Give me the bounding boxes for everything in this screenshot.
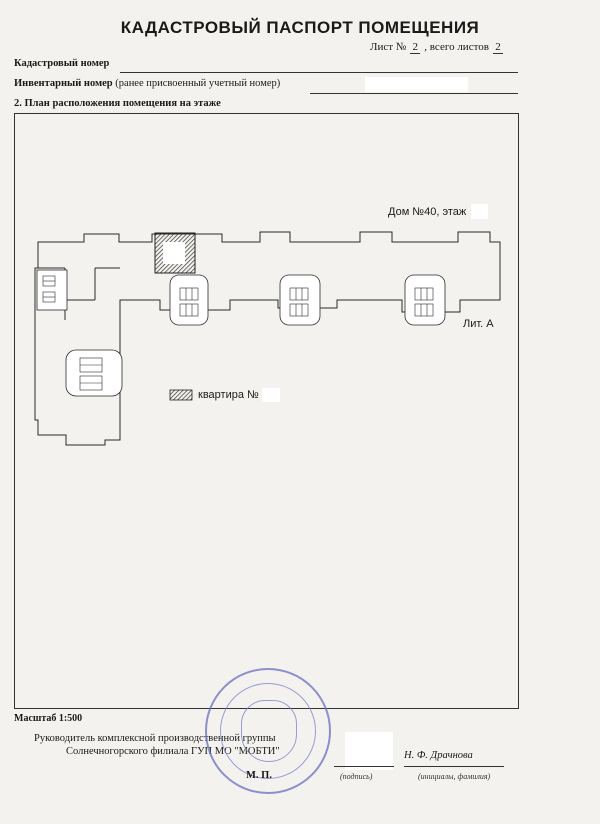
building-letter-label: Лит. А — [463, 318, 494, 330]
stair-core-2 — [65, 349, 123, 397]
signatory-name: Н. Ф. Драчнова — [404, 750, 473, 761]
total-number: 2 — [492, 41, 503, 54]
legend-swatch — [169, 389, 193, 401]
redacted-legend-number — [262, 388, 280, 402]
redacted-apartment-number — [163, 242, 185, 264]
signature-caption: (подпись) — [340, 772, 373, 781]
stair-core-1 — [36, 269, 68, 311]
sheet-label: Лист № — [370, 41, 407, 53]
total-label: , всего листов — [424, 41, 489, 53]
signature-line — [334, 766, 394, 767]
sheet-number: 2 — [410, 41, 421, 54]
document-title: КАДАСТРОВЫЙ ПАСПОРТ ПОМЕЩЕНИЯ — [120, 18, 480, 37]
cadastral-number-line — [120, 72, 518, 73]
head-title-line1: Руководитель комплексной производственно… — [34, 733, 276, 744]
inventory-number-label: Инвентарный номер (ранее присвоенный уче… — [14, 78, 281, 89]
section-title: 2. План расположения помещения на этаже — [14, 98, 221, 109]
head-title-line2: Солнечногорского филиала ГУП МО "МОБТИ" — [66, 746, 280, 757]
official-stamp — [205, 668, 331, 794]
redacted-floor-number — [471, 204, 488, 219]
legend-label: квартира № — [198, 389, 259, 401]
stamp-place-label: М. П. — [246, 770, 272, 781]
building-floor-label: Дом №40, этаж — [388, 206, 467, 218]
inventory-number-line — [310, 93, 518, 94]
redacted-inventory-number — [365, 77, 468, 92]
building-outline — [34, 231, 501, 446]
cadastral-number-label: Кадастровый номер — [14, 58, 110, 69]
name-caption: (инициалы, фамилия) — [418, 772, 491, 781]
name-line — [404, 766, 504, 767]
redacted-signature — [345, 732, 393, 770]
scale-label: Масштаб 1:500 — [14, 713, 83, 724]
